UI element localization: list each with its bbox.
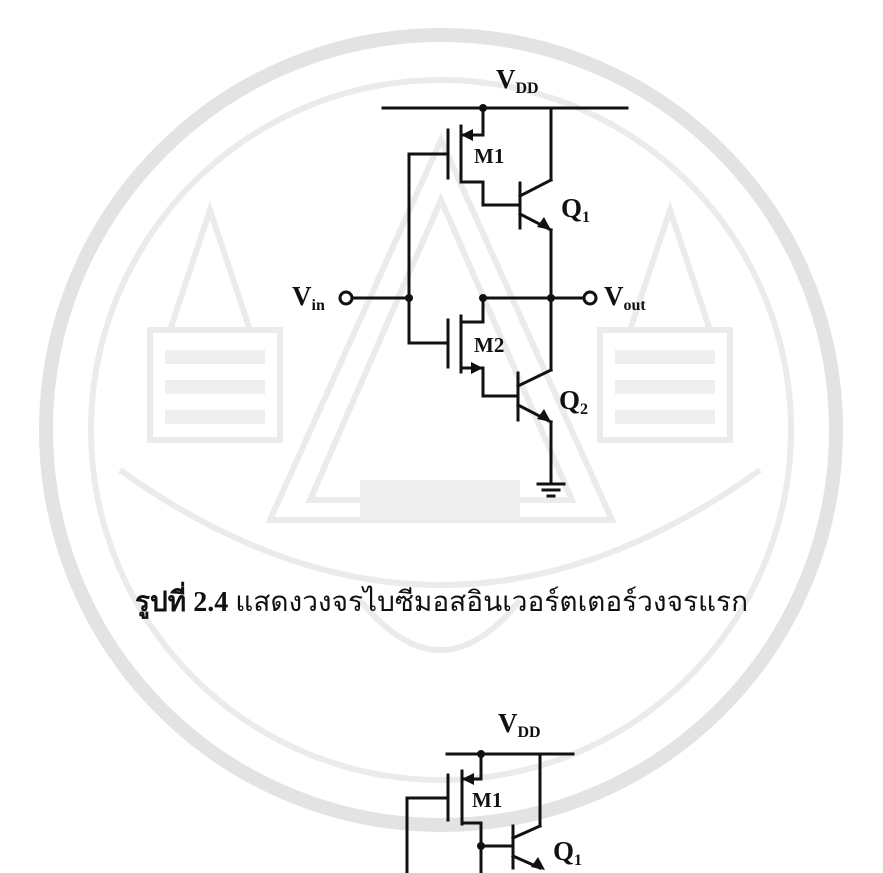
m1-label: M1 — [474, 144, 505, 168]
m1-label-2: M1 — [472, 788, 503, 812]
q1-label-2: Q1 — [553, 836, 583, 869]
vin-label: Vin — [292, 281, 325, 314]
vdd-label-2: VDD — [498, 708, 541, 741]
figure-caption-text: แสดงวงจรไบซีมอสอินเวอร์ตเตอร์วงจรแรก — [228, 587, 749, 618]
figure-caption: รูปที่ 2.4 แสดงวงจรไบซีมอสอินเวอร์ตเตอร์… — [0, 580, 883, 624]
vout-label: Vout — [604, 281, 646, 314]
figure-number: รูปที่ 2.4 — [134, 587, 229, 618]
m2-label: M2 — [474, 333, 505, 357]
q2-label: Q2 — [559, 385, 589, 418]
q1-label: Q1 — [561, 193, 591, 226]
vdd-label: VDD — [496, 64, 539, 97]
